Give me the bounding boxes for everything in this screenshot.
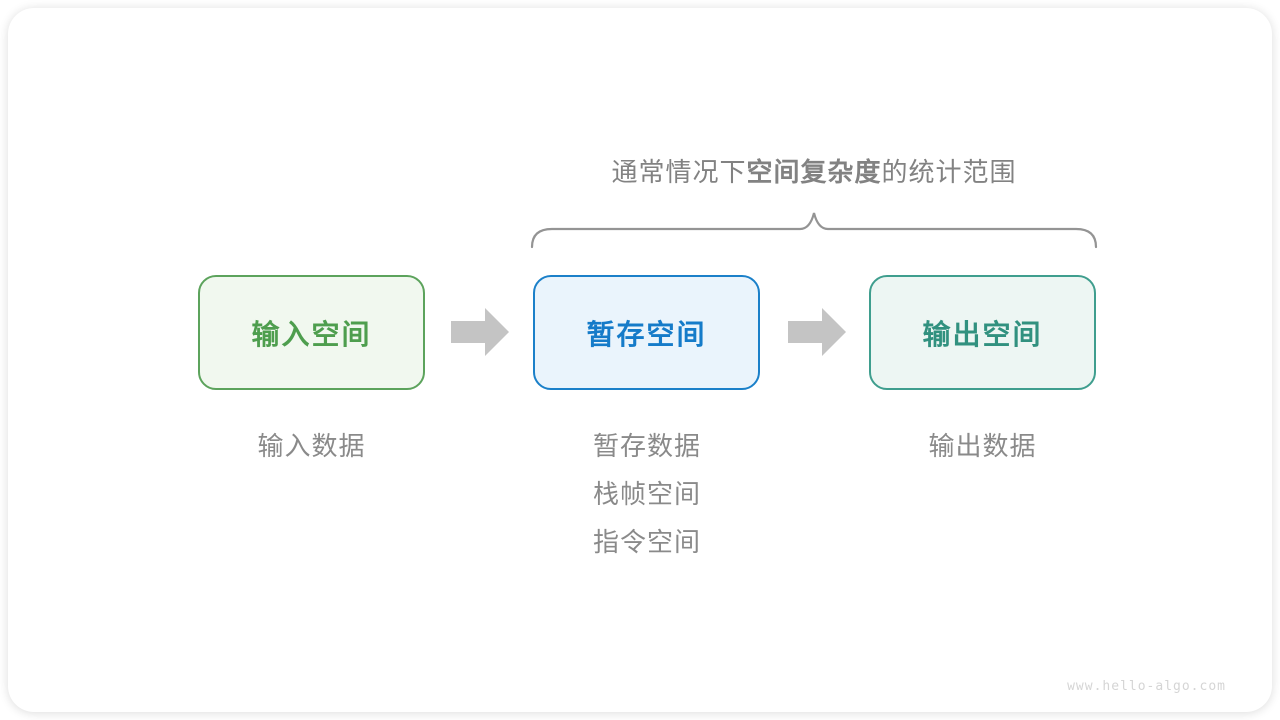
input-space-label: 输入空间 (251, 318, 372, 350)
arrow-right-shape (788, 308, 846, 356)
note-line: 暂存数据 (593, 431, 702, 461)
temp-space-notes: 暂存数据 栈帧空间 指令空间 (593, 422, 701, 566)
note-line: 输入数据 (257, 431, 366, 461)
arrow-right-icon (451, 308, 509, 356)
note-line: 栈帧空间 (593, 479, 702, 509)
brace-bracket (530, 212, 1098, 249)
title-suffix: 的统计范围 (881, 157, 1017, 187)
input-space-box: 输入空间 (198, 275, 425, 390)
input-space-notes: 输入数据 (198, 422, 425, 470)
title-prefix: 通常情况下 (611, 157, 747, 187)
arrow-right-icon (788, 308, 846, 356)
watermark-url: www.hello-algo.com (1067, 679, 1226, 694)
output-space-box: 输出空间 (869, 275, 1096, 390)
title-emphasis: 空间复杂度 (746, 157, 882, 187)
diagram-title: 通常情况下空间复杂度的统计范围 (530, 152, 1098, 189)
arrow-right-shape (451, 308, 509, 356)
temp-space-label: 暂存空间 (586, 318, 707, 350)
diagram-card: 通常情况下空间复杂度的统计范围 输入空间 暂存空间 输出空间 输入数据 暂存数据… (8, 8, 1272, 712)
note-line: 输出数据 (928, 431, 1037, 461)
output-space-label: 输出空间 (922, 318, 1043, 350)
note-line: 指令空间 (593, 527, 702, 557)
output-space-notes: 输出数据 (869, 422, 1096, 470)
brace-path (530, 212, 1098, 249)
temp-space-box: 暂存空间 (533, 275, 760, 390)
